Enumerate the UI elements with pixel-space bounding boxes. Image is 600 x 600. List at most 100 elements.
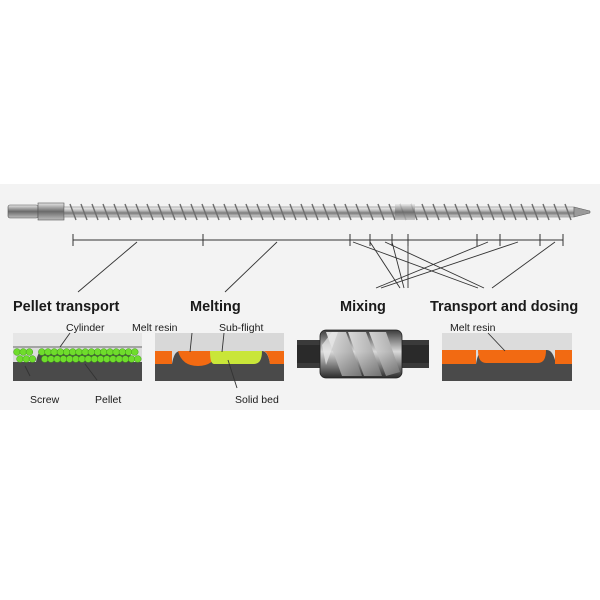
screw-flight: [432, 203, 440, 221]
screw-flight: [157, 203, 165, 221]
pellet: [93, 348, 102, 356]
screw-flight: [124, 203, 132, 221]
pellet: [53, 355, 61, 363]
pellet: [131, 348, 139, 356]
screw-flight: [443, 203, 451, 221]
label-melting: Melting: [190, 299, 241, 315]
screw-flight: [168, 203, 176, 221]
screw-flight: [102, 203, 110, 221]
screw-flight: [190, 203, 198, 221]
mixing-blades: [322, 332, 400, 376]
screw-flight: [454, 203, 462, 221]
pellet: [28, 355, 37, 363]
pellet: [19, 348, 27, 356]
screw-flight: [146, 203, 154, 221]
pellet: [13, 348, 21, 356]
screw-flight: [80, 203, 88, 221]
screw-flight: [421, 203, 429, 221]
screw-flight: [311, 203, 319, 221]
label-pellet: Pellet: [95, 394, 121, 406]
screw-flight: [201, 203, 209, 221]
screw-flight: [278, 203, 286, 221]
screw-flight: [256, 203, 264, 221]
pellet: [75, 348, 83, 356]
label-transport-and-dosing: Transport and dosing: [430, 299, 578, 315]
screw-flight: [135, 203, 143, 221]
melt-pool-dosing: [478, 350, 546, 363]
pellet: [38, 348, 46, 356]
pellet: [41, 355, 49, 363]
screw-flight: [212, 203, 220, 221]
pellet: [50, 348, 58, 356]
screw-flight: [322, 203, 330, 221]
pellet: [109, 355, 117, 363]
screw-flight: [564, 203, 572, 221]
label-melt-resin-melting: Melt resin: [132, 322, 178, 334]
screw-flight: [113, 203, 121, 221]
pellet: [127, 355, 136, 363]
label-mixing: Mixing: [340, 299, 386, 315]
screw-flight: [553, 203, 561, 221]
pellet: [124, 348, 133, 356]
pellet: [25, 348, 34, 356]
pellet: [81, 348, 89, 356]
label-screw: Screw: [30, 394, 60, 406]
pellet: [121, 355, 130, 363]
screw-shaft: [7, 202, 591, 221]
screw-flight: [520, 203, 528, 221]
pellet: [78, 355, 86, 363]
pellet: [56, 348, 65, 356]
panel-transport-dosing: [442, 333, 572, 381]
screw-flight: [223, 203, 231, 221]
screw-flight: [487, 203, 495, 221]
screw-flight: [300, 203, 308, 221]
label-sub-flight: Sub-flight: [219, 322, 263, 334]
screw-flight: [542, 203, 550, 221]
callout-lines: [24, 332, 506, 389]
screw-flight: [531, 203, 539, 221]
panel-mixing: [297, 329, 429, 379]
pellet: [16, 355, 24, 363]
pellet: [112, 348, 120, 356]
pellet: [84, 355, 92, 363]
pellet: [62, 348, 71, 356]
screw-mixing-zone: [395, 204, 415, 220]
pellet: [103, 355, 111, 363]
screw-flight: [267, 203, 275, 221]
dimension-line: [72, 234, 564, 246]
pellet: [115, 355, 123, 363]
panel-pellet-transport: [13, 333, 142, 381]
melt-pool-melting: [178, 351, 218, 366]
screw-tip: [573, 206, 591, 218]
screw-flight: [234, 203, 242, 221]
screw-flight: [465, 203, 473, 221]
screw-flight: [69, 203, 77, 221]
pellet: [90, 355, 99, 363]
pellet: [44, 348, 52, 356]
pellet: [47, 355, 55, 363]
pellet: [96, 355, 105, 363]
label-solid-bed: Solid bed: [235, 394, 279, 406]
pellet: [59, 355, 68, 363]
pellet: [100, 348, 108, 356]
panel-melting: [155, 333, 284, 381]
screw-flight: [179, 203, 187, 221]
pellets: [13, 348, 142, 363]
label-melt-resin-dosing: Melt resin: [450, 322, 496, 334]
screw-flight: [289, 203, 297, 221]
screw-flight: [498, 203, 506, 221]
screw-flight: [333, 203, 341, 221]
screw-flight: [344, 203, 352, 221]
pellet: [134, 355, 142, 363]
pellet: [65, 355, 74, 363]
screw-flight: [355, 203, 363, 221]
screw-flight: [377, 203, 385, 221]
screw-flight: [245, 203, 253, 221]
pellet: [72, 355, 80, 363]
label-pellet-transport: Pellet transport: [13, 299, 120, 315]
screw-flight: [476, 203, 484, 221]
screw-flight: [509, 203, 517, 221]
pellet: [106, 348, 114, 356]
pellet: [69, 348, 77, 356]
